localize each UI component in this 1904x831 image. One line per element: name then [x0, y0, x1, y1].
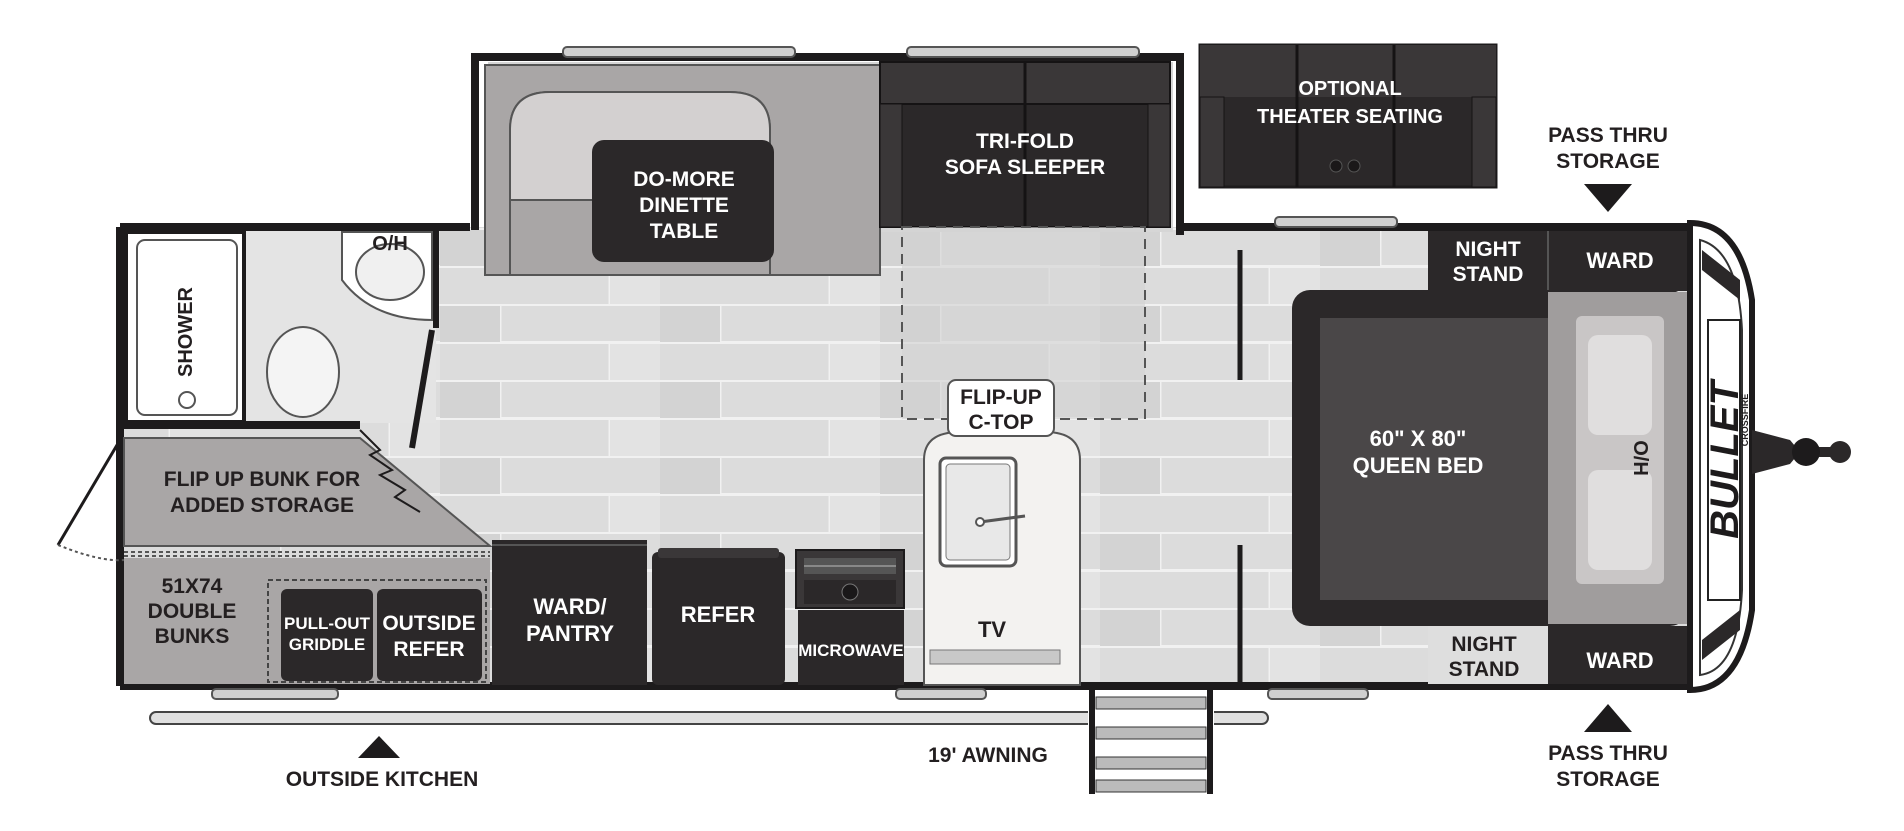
- ward-pantry-label-2: PANTRY: [526, 621, 614, 646]
- flip-bunk-label-2: ADDED STORAGE: [170, 494, 354, 517]
- triangle-down-icon: [1584, 184, 1632, 212]
- flip-up-bunk: FLIP UP BUNK FOR ADDED STORAGE: [123, 429, 493, 557]
- sofa-label-2: SOFA SLEEPER: [945, 156, 1105, 179]
- entry-steps: [1088, 690, 1214, 794]
- triangle-up-icon: [358, 736, 400, 758]
- pass-thru-bottom: PASS THRU STORAGE: [1548, 704, 1668, 791]
- bed-label-2: QUEEN BED: [1353, 453, 1484, 478]
- dinette-label-1: DO-MORE: [633, 168, 735, 191]
- theater-label-1: OPTIONAL: [1298, 78, 1401, 100]
- pass-thru-top-label-2: STORAGE: [1556, 150, 1659, 173]
- dinette-label-3: TABLE: [650, 220, 718, 243]
- pull-out-griddle: PULL-OUT GRIDDLE: [281, 589, 373, 681]
- ward-bottom: WARD: [1548, 626, 1688, 684]
- theater-label-2: THEATER SEATING: [1257, 106, 1443, 128]
- nightstand-bottom: NIGHT STAND: [1428, 626, 1548, 684]
- triangle-up-icon: [1584, 704, 1632, 732]
- ward-pantry-label-1: WARD/: [533, 594, 606, 619]
- nightstand-top-label-2: STAND: [1453, 263, 1524, 286]
- ward-top: WARD: [1547, 231, 1688, 291]
- outside-refer-label-1: OUTSIDE: [382, 612, 475, 635]
- pass-thru-top-label-1: PASS THRU: [1548, 124, 1668, 147]
- outside-kitchen-marker: OUTSIDE KITCHEN: [286, 736, 479, 791]
- tv-label: TV: [978, 617, 1006, 642]
- slide-window-1: [562, 46, 796, 58]
- bunks-label-2: DOUBLE: [148, 600, 237, 623]
- kitchen-island: TV: [923, 431, 1081, 686]
- bunks-label-3: BUNKS: [155, 625, 230, 648]
- nightstand-bottom-label-1: NIGHT: [1451, 633, 1517, 656]
- shower-label: SHOWER: [175, 286, 197, 377]
- outside-refer-label-2: REFER: [393, 638, 464, 661]
- queen-bed: 60" X 80" QUEEN BED O/H: [1292, 290, 1688, 626]
- bunks-label-1: 51X74: [162, 575, 223, 598]
- pass-thru-bottom-label-1: PASS THRU: [1548, 742, 1668, 765]
- ctop-label-2: C-TOP: [969, 411, 1034, 434]
- outside-refer: OUTSIDE REFER: [377, 589, 482, 681]
- bath-overhead-label: O/H: [372, 233, 408, 255]
- slide-window-2: [906, 46, 1140, 58]
- optional-theater-seating: OPTIONAL THEATER SEATING: [1198, 43, 1498, 189]
- brand-logo: BULLET: [1703, 378, 1747, 539]
- griddle-label-1: PULL-OUT: [284, 614, 371, 633]
- microwave-label: MICROWAVE: [798, 641, 903, 660]
- awning-label: 19' AWNING: [928, 744, 1048, 767]
- pass-thru-top: PASS THRU STORAGE: [1548, 124, 1668, 212]
- ward-pantry: WARD/ PANTRY: [492, 540, 647, 685]
- ctop-label-1: FLIP-UP: [960, 386, 1042, 409]
- griddle-label-2: GRIDDLE: [289, 635, 366, 654]
- outside-kitchen-label: OUTSIDE KITCHEN: [286, 768, 479, 791]
- dinette-label-2: DINETTE: [639, 194, 729, 217]
- awning: [149, 688, 1369, 725]
- slide-out-wall: [471, 53, 1184, 235]
- tri-fold-sofa: TRI-FOLD SOFA SLEEPER: [879, 61, 1171, 228]
- pass-thru-bottom-label-2: STORAGE: [1556, 768, 1659, 791]
- bed-overhead-label: O/H: [1629, 440, 1651, 476]
- brand-sub-logo: CROSSFIRE: [1740, 394, 1750, 447]
- front-cap: BULLET CROSSFIRE: [1687, 219, 1755, 694]
- sofa-label-1: TRI-FOLD: [976, 130, 1074, 153]
- bedroom-window-top: [1274, 216, 1398, 228]
- bathroom: SHOWER O/H: [124, 230, 439, 449]
- ward-top-label: WARD: [1586, 248, 1653, 273]
- ward-bottom-label: WARD: [1586, 648, 1653, 673]
- refer-label: REFER: [681, 602, 756, 627]
- flip-up-c-top: FLIP-UP C-TOP: [947, 379, 1055, 437]
- nightstand-top-label-1: NIGHT: [1455, 238, 1521, 261]
- hitch: [1752, 430, 1851, 474]
- bed-label-1: 60" X 80": [1370, 426, 1467, 451]
- microwave: MICROWAVE: [798, 610, 904, 685]
- flip-bunk-label-1: FLIP UP BUNK FOR: [164, 468, 360, 491]
- rear-door: [56, 439, 125, 562]
- stove: [795, 549, 905, 609]
- refer: REFER: [652, 548, 785, 685]
- dinette: DO-MORE DINETTE TABLE: [484, 64, 881, 276]
- nightstand-bottom-label-2: STAND: [1449, 658, 1520, 681]
- nightstand-top: NIGHT STAND: [1428, 231, 1548, 291]
